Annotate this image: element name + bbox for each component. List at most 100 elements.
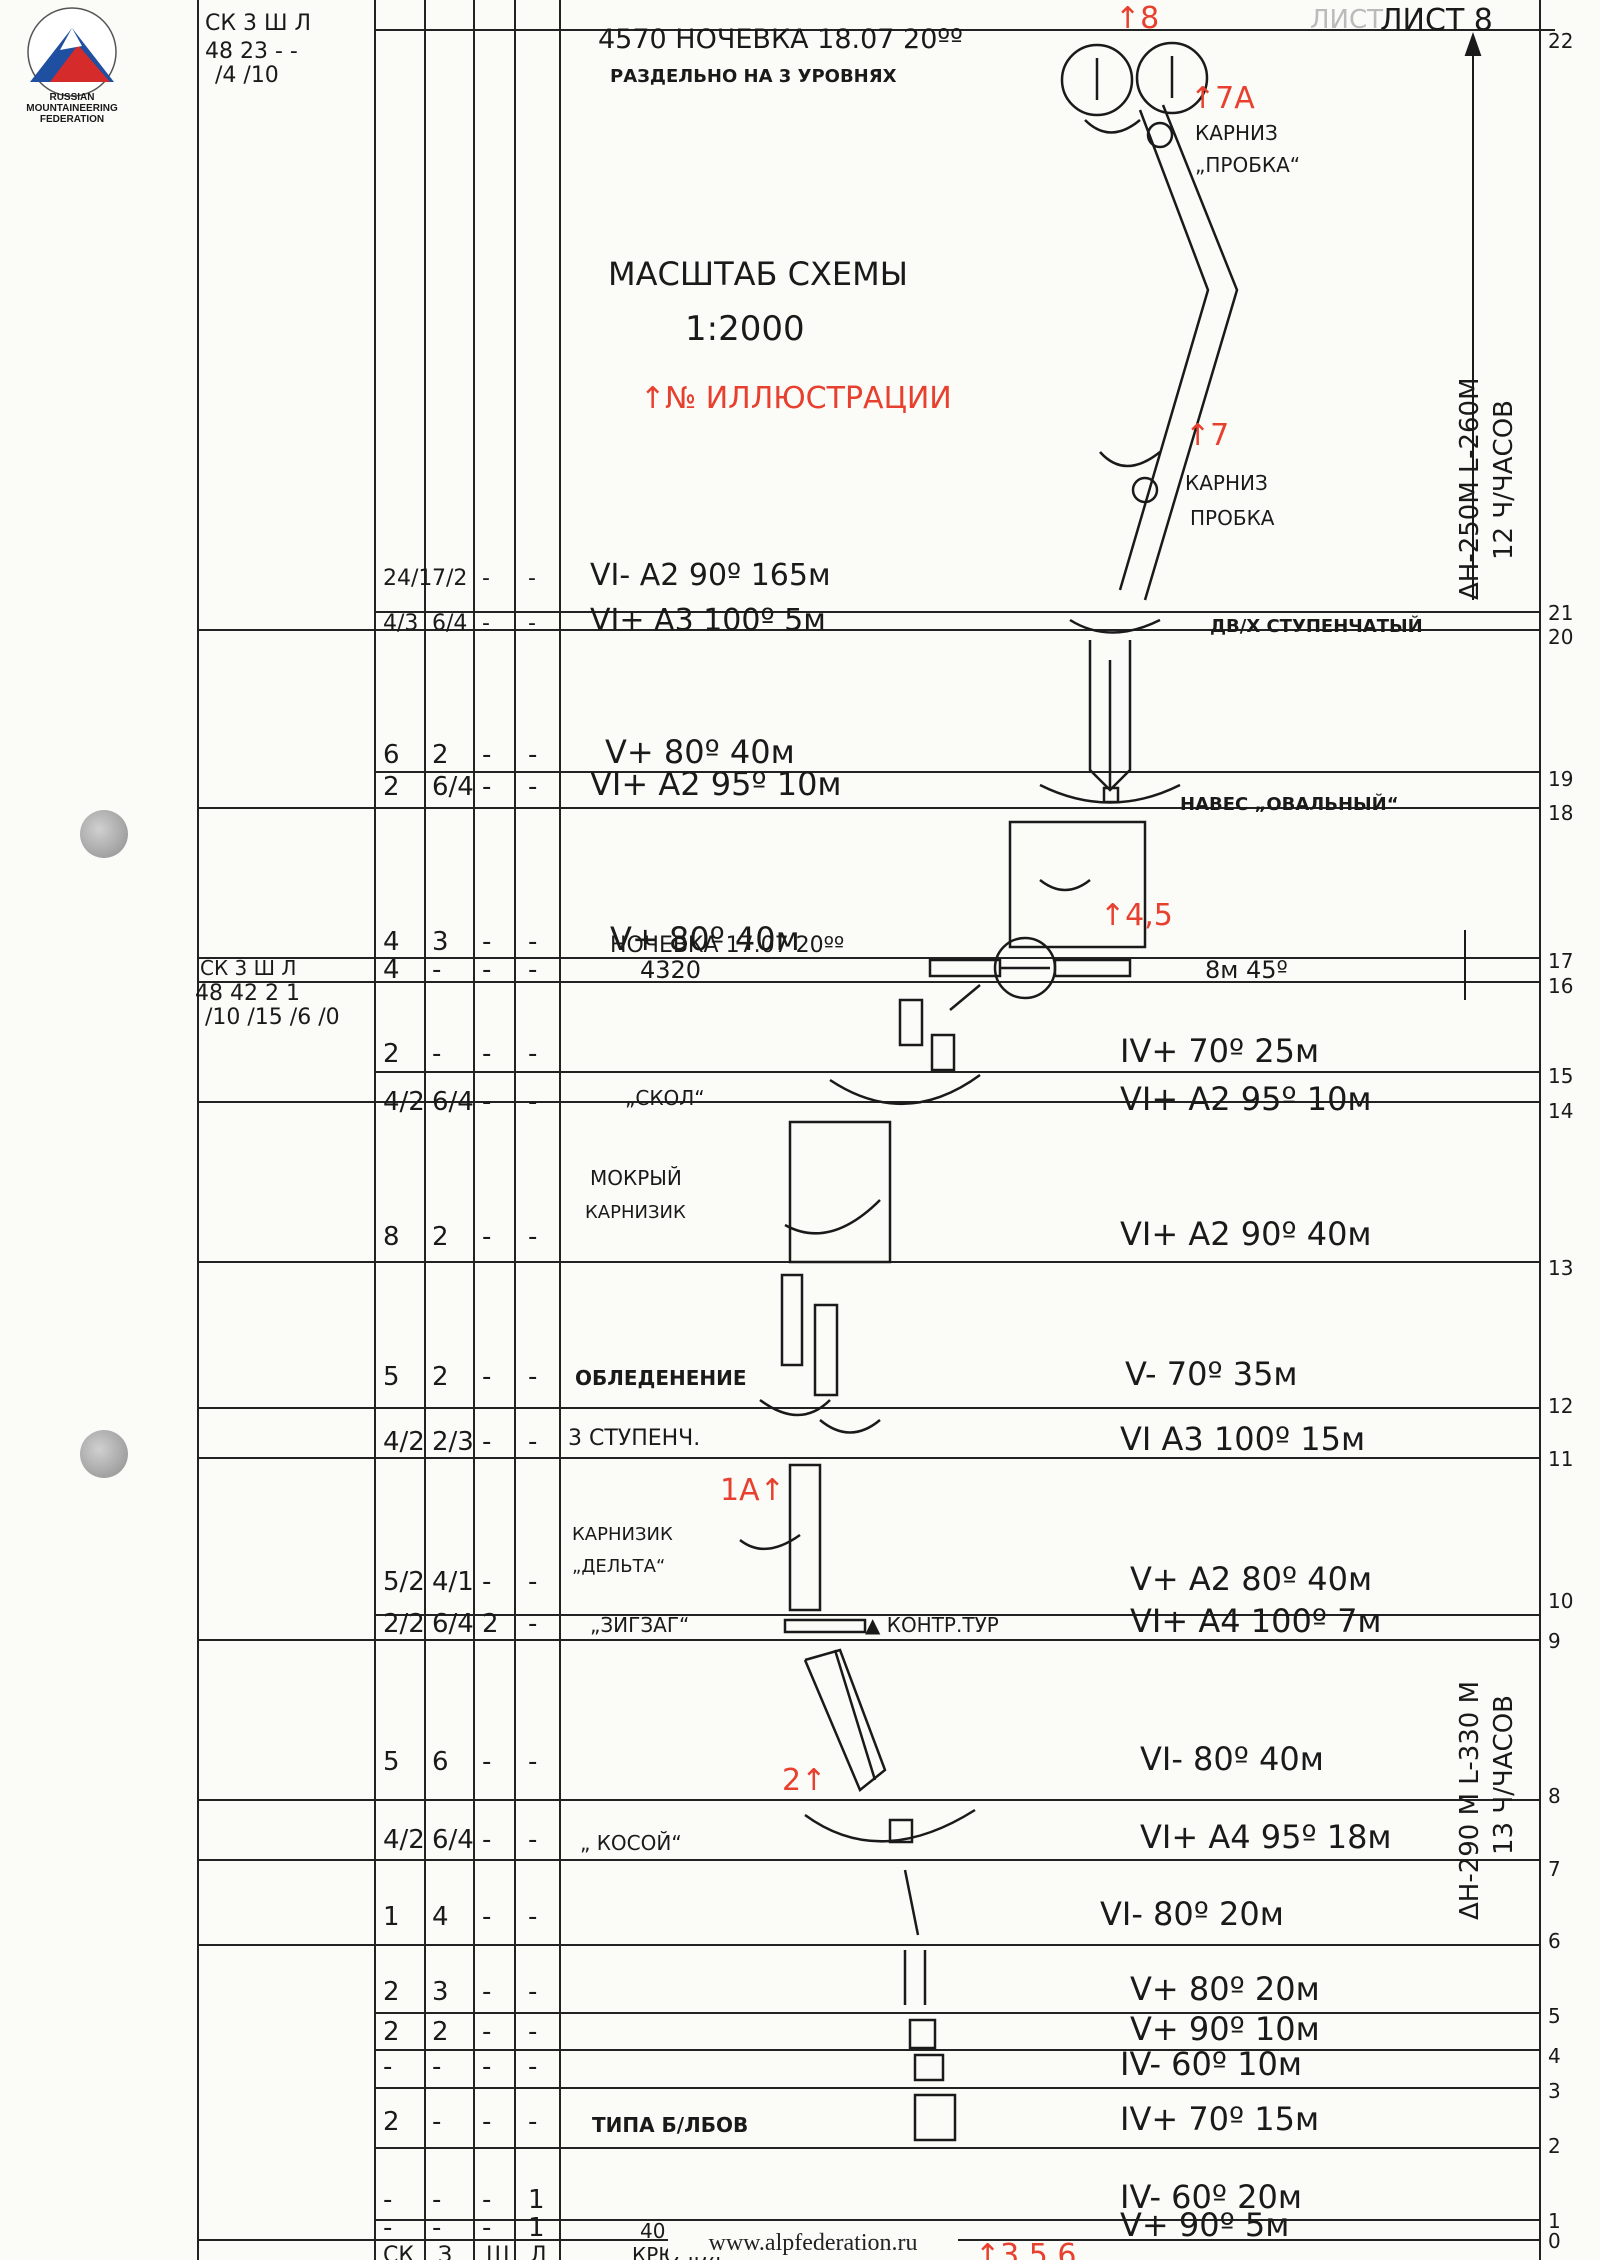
binder-hole bbox=[80, 810, 128, 858]
pitch-description: VI- 80º 20м bbox=[1100, 1895, 1284, 1933]
footer-url[interactable]: www.alpfederation.ru bbox=[668, 2230, 958, 2257]
section-code: /4 /10 bbox=[215, 63, 279, 88]
scale-number: 8 bbox=[1548, 1784, 1561, 1808]
pitch-cat-1: 4/2 bbox=[383, 1087, 425, 1117]
pitch-cat-3: - bbox=[482, 1567, 491, 1597]
section-side-stats: ΔН-250М L-260М bbox=[1455, 377, 1485, 600]
pitch-cat-3: - bbox=[482, 740, 491, 770]
pitch-cat-3: - bbox=[482, 772, 491, 802]
pitch-description: V+ A2 80º 40м bbox=[1130, 1560, 1372, 1598]
pitch-cat-3: - bbox=[482, 955, 491, 985]
pitch-cat-4: - bbox=[528, 1362, 537, 1392]
section-side-stats: 13 Ч/ЧАСОВ bbox=[1489, 1695, 1519, 1855]
scale-number: 10 bbox=[1548, 1589, 1573, 1613]
scale-number: 17 bbox=[1548, 949, 1573, 973]
pitch-cat-3: - bbox=[482, 927, 491, 957]
logo-line: RUSSIAN bbox=[49, 92, 95, 103]
cornice-delta: „ДЕЛЬТА“ bbox=[572, 1556, 665, 1577]
pitch-cat-1: 5/2 bbox=[383, 1567, 425, 1597]
pitch-cat-4: - bbox=[528, 1747, 537, 1777]
pitch-description: V+ 80º 40м bbox=[610, 920, 800, 958]
federation-logo bbox=[27, 7, 117, 97]
illus-number: 1А↑ bbox=[720, 1473, 785, 1508]
pitch-cat-4: 1 bbox=[528, 2185, 545, 2215]
icing-label: ОБЛЕДЕНЕНИЕ bbox=[575, 1366, 747, 1390]
bivouac-circle bbox=[1135, 41, 1209, 115]
logo-line: MOUNTAINEERING bbox=[26, 103, 118, 114]
scale-number: 16 bbox=[1548, 974, 1573, 998]
pitch-cat-1: 4 bbox=[383, 955, 400, 985]
bottom-code: Л bbox=[530, 2243, 547, 2260]
scale-number: 15 bbox=[1548, 1064, 1573, 1088]
pitch-cat-1: - bbox=[383, 2052, 392, 2082]
pitch-cat-2: 3 bbox=[432, 927, 449, 957]
pitch-cat-4: 1 bbox=[528, 2213, 545, 2243]
pitch-cat-3: - bbox=[482, 2213, 491, 2243]
pitch-description: IV- 60º 10м bbox=[1120, 2045, 1302, 2083]
pitch-description: VI+ A2 90º 40м bbox=[1120, 1215, 1372, 1253]
pitch-cat-2: 2/3 bbox=[432, 1427, 474, 1457]
pitch-cat-3: - bbox=[482, 2052, 491, 2082]
pitch-cat-1: - bbox=[383, 2213, 392, 2243]
pitch-cat-3: - bbox=[482, 611, 490, 636]
pitch-cat-2: - bbox=[432, 2052, 441, 2082]
bottom-alt: 40 bbox=[640, 2219, 665, 2243]
pitch-cat-2: 6/4 bbox=[432, 1825, 474, 1855]
bivouac-mid: НОЧЕВКА 17.07 20ºº bbox=[610, 933, 844, 958]
section-side-stats: ΔН-290 М L-330 М bbox=[1455, 1681, 1485, 1920]
pitch-cat-4: - bbox=[528, 1427, 537, 1457]
scale-number: 0 bbox=[1548, 2229, 1561, 2253]
pitch-cat-2: 2 bbox=[432, 1222, 449, 1252]
pitch-cat-2: - bbox=[432, 2107, 441, 2137]
pitch-cat-4: - bbox=[528, 1902, 537, 1932]
route-drawing bbox=[739, 41, 1239, 2142]
illus-number: ↑4,5 bbox=[1100, 898, 1173, 933]
pitch-cat-2: 6/4 bbox=[432, 772, 474, 802]
pitch-cat-3: - bbox=[482, 1977, 491, 2007]
couloir-label: ТИПА Б/ЛБОВ bbox=[592, 2113, 748, 2137]
pitch-description: V+ 80º 20м bbox=[1130, 1970, 1320, 2008]
pitch-cat-1: 24/1 bbox=[383, 566, 432, 591]
pitch-cat-2: - bbox=[432, 2185, 441, 2215]
pitch-description: VI+ A3 100º 5м bbox=[590, 603, 826, 638]
logo-name: RUSSIAN MOUNTAINEERING FEDERATION bbox=[12, 92, 132, 125]
pitch-cat-2: 6/4 bbox=[432, 611, 467, 636]
pitch-cat-3: - bbox=[482, 1747, 491, 1777]
pitch-description: IV+ 70º 15м bbox=[1120, 2100, 1319, 2138]
cornice-delta: КАРНИЗИК bbox=[572, 1524, 673, 1545]
control-tour: ▲ КОНТР.ТУР bbox=[865, 1613, 999, 1637]
section-side-stats: 12 Ч/ЧАСОВ bbox=[1489, 400, 1519, 560]
pitch-description: VI+ A4 95º 18м bbox=[1140, 1818, 1392, 1856]
pitch-cat-3: - bbox=[482, 2107, 491, 2137]
pitch-cat-3: - bbox=[482, 1427, 491, 1457]
pitch-cat-3: - bbox=[482, 1362, 491, 1392]
bivouac-top: 4570 НОЧЕВКА 18.07 20ºº bbox=[598, 24, 963, 55]
pitch-cat-2: - bbox=[432, 2213, 441, 2243]
scale-number: 12 bbox=[1548, 1394, 1573, 1418]
scale-number: 20 bbox=[1548, 625, 1573, 649]
pitch-cat-4: - bbox=[528, 772, 537, 802]
scale-number: 7 bbox=[1548, 1857, 1561, 1881]
pitch-cat-4: - bbox=[528, 740, 537, 770]
pitch-cat-2: 2 bbox=[432, 1362, 449, 1392]
scale-number: 11 bbox=[1548, 1447, 1573, 1471]
sheet-label-faint: ЛИСТ bbox=[1310, 5, 1383, 35]
pitch-cat-1: 2 bbox=[383, 2017, 400, 2047]
wet-cornice: МОКРЫЙ bbox=[590, 1166, 682, 1190]
pitch-cat-4: - bbox=[528, 955, 537, 985]
pitch-cat-2: 4/1 bbox=[432, 1567, 474, 1597]
illus-number: ↑7А bbox=[1190, 81, 1255, 116]
three-step-label: 3 СТУПЕНЧ. bbox=[568, 1426, 700, 1451]
pitch-description: VI+ A2 95º 10м bbox=[590, 765, 842, 803]
illustration-legend-arrow: ↑ bbox=[640, 381, 665, 416]
pitch-description: V+ 90º 5м bbox=[1120, 2206, 1289, 2244]
section-code: СК 3 Ш Л bbox=[205, 11, 311, 36]
scale-number: 14 bbox=[1548, 1099, 1573, 1123]
pitch-cat-1: 8 bbox=[383, 1222, 400, 1252]
pitch-description: IV- 60º 20м bbox=[1120, 2178, 1302, 2216]
bivouac-circle bbox=[1060, 43, 1134, 117]
pitch-cat-4: - bbox=[528, 1609, 537, 1639]
wet-cornice: КАРНИЗИК bbox=[585, 1202, 686, 1223]
pitch-cat-1: 4/3 bbox=[383, 611, 418, 636]
pitch-description: V- 70º 35м bbox=[1125, 1355, 1298, 1393]
